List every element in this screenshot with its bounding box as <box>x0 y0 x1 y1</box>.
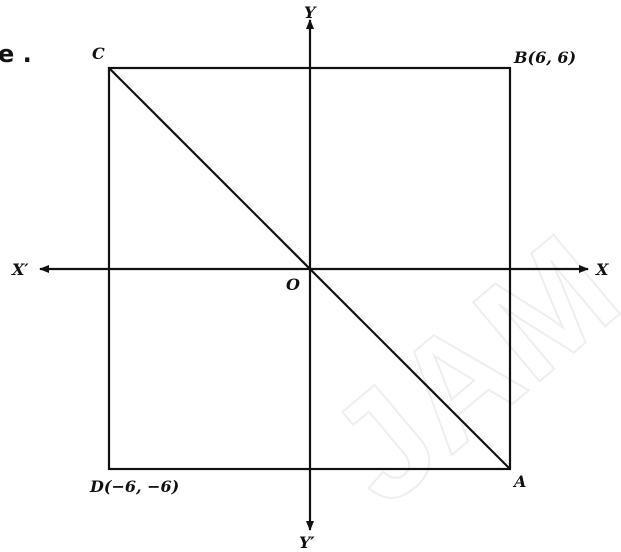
point-b-label: B(6, 6) <box>513 48 576 67</box>
watermark-text: JAM <box>298 203 621 535</box>
point-c-label: C <box>92 44 105 63</box>
y-axis-negative-label: Y′ <box>299 533 315 552</box>
x-axis-negative-label: X′ <box>11 260 29 279</box>
cropped-heading-fragment: e . <box>0 40 32 68</box>
origin-label: O <box>286 275 300 294</box>
x-axis-positive-label: X <box>595 260 609 279</box>
y-axis-positive-label: Y <box>304 3 317 22</box>
point-a-label: A <box>512 472 526 491</box>
point-d-label: D(−6, −6) <box>89 477 179 496</box>
